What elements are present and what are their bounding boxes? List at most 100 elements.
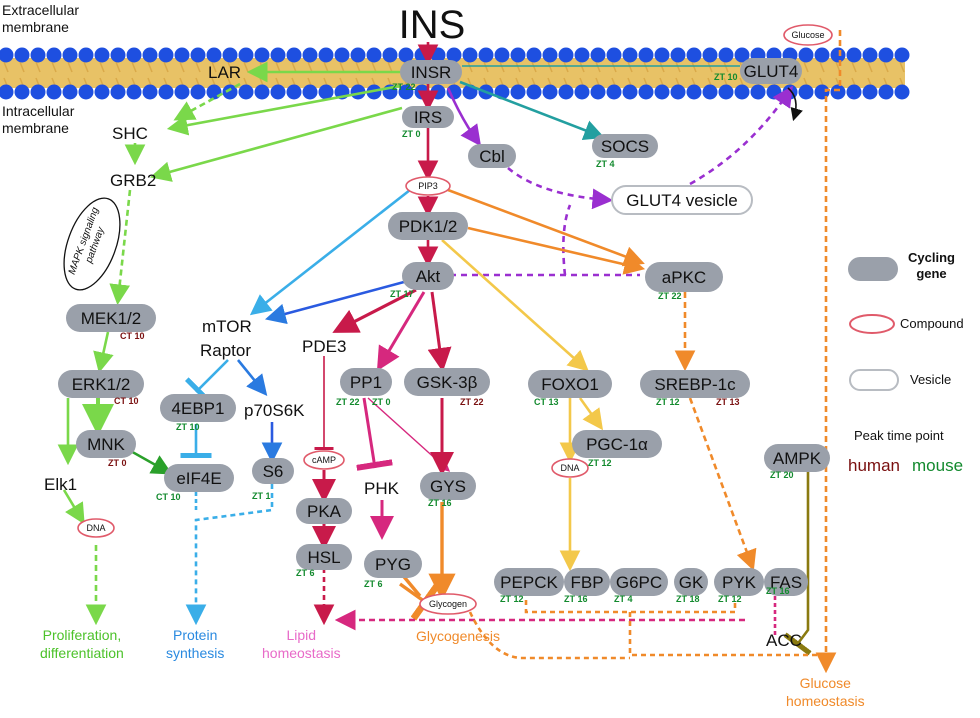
svg-text:ZT 0: ZT 0 — [402, 129, 421, 139]
gene-mnk: MNK — [76, 430, 136, 458]
svg-text:GLUT4: GLUT4 — [744, 62, 799, 81]
membrane-bead — [622, 84, 638, 100]
plain-nodes: LAR SHC GRB2 mTOR Raptor p70S6K PDE3 PHK… — [44, 63, 802, 650]
compound-pip3: PIP3 — [405, 176, 451, 196]
svg-text:cAMP: cAMP — [312, 455, 336, 465]
membrane-bead — [862, 84, 878, 100]
intracellular-membrane-label: Intracellular membrane — [2, 103, 75, 136]
svg-text:GLUT4 vesicle: GLUT4 vesicle — [626, 191, 737, 210]
outcome-lipid-homeostasis: Lipid homeostasis — [262, 627, 341, 661]
svg-text:ZT 10: ZT 10 — [176, 422, 200, 432]
svg-text:G6PC: G6PC — [616, 573, 662, 592]
membrane-bead — [190, 47, 206, 63]
svg-text:PEPCK: PEPCK — [500, 573, 558, 592]
svg-text:4EBP1: 4EBP1 — [172, 399, 225, 418]
membrane-bead — [894, 84, 910, 100]
svg-text:AMPK: AMPK — [773, 449, 822, 468]
svg-text:ZT 0: ZT 0 — [372, 397, 391, 407]
svg-text:PKA: PKA — [307, 502, 342, 521]
membrane-bead — [14, 84, 30, 100]
membrane-bead — [814, 47, 830, 63]
membrane-bead — [702, 47, 718, 63]
membrane-bead — [430, 84, 446, 100]
membrane-bead — [846, 47, 862, 63]
membrane-bead — [558, 84, 574, 100]
gene-pgc1a: PGC-1α — [572, 430, 662, 458]
svg-text:SOCS: SOCS — [601, 137, 649, 156]
svg-text:S6: S6 — [263, 462, 284, 481]
svg-text:aPKC: aPKC — [662, 268, 706, 287]
svg-text:eIF4E: eIF4E — [176, 469, 221, 488]
svg-text:ZT 4: ZT 4 — [614, 594, 633, 604]
legend-peak-time: Peak time point — [854, 428, 944, 443]
membrane-bead — [238, 47, 254, 63]
membrane-bead — [142, 47, 158, 63]
node-raptor: Raptor — [200, 341, 251, 360]
svg-text:FAS: FAS — [770, 573, 802, 592]
svg-text:ZT 17: ZT 17 — [390, 289, 414, 299]
membrane-bead — [46, 47, 62, 63]
node-p70s6k: p70S6K — [244, 401, 305, 420]
membrane-bead — [734, 84, 750, 100]
gene-fas: FAS — [764, 568, 808, 596]
membrane-bead — [526, 84, 542, 100]
gene-pp1: PP1 — [340, 368, 392, 396]
svg-text:GK: GK — [679, 573, 704, 592]
membrane-bead — [14, 47, 30, 63]
legend-shapes — [848, 257, 899, 391]
gene-g6pc: G6PC — [610, 568, 668, 596]
gene-erk12: ERK1/2 — [58, 370, 144, 398]
gene-hsl: HSL — [296, 544, 352, 570]
gene-mek12: MEK1/2 — [66, 304, 156, 332]
membrane-bead — [574, 47, 590, 63]
legend-cycling-gene: Cycling gene — [908, 250, 955, 281]
gene-glut4: GLUT4 — [740, 58, 802, 84]
membrane-bead — [158, 84, 174, 100]
compound-camp: cAMP — [303, 450, 345, 470]
compound-dna-mid: DNA — [551, 458, 589, 478]
svg-text:Glucose: Glucose — [791, 30, 824, 40]
svg-text:ZT 12: ZT 12 — [500, 594, 524, 604]
legend-compound: Compound — [900, 316, 964, 331]
svg-text:ZT 20: ZT 20 — [770, 470, 794, 480]
svg-text:ZT 22: ZT 22 — [336, 397, 360, 407]
compound-glycogen: Glycogen — [419, 593, 477, 615]
membrane-bead — [590, 84, 606, 100]
membrane-bead — [766, 84, 782, 100]
svg-text:PIP3: PIP3 — [418, 181, 438, 191]
outcome-glucose-homeostasis: Glucose homeostasis — [786, 675, 865, 709]
svg-text:ZT 6: ZT 6 — [364, 579, 383, 589]
membrane-bead — [878, 84, 894, 100]
svg-text:Akt: Akt — [416, 267, 441, 286]
membrane-bead — [798, 47, 814, 63]
membrane-bead — [126, 84, 142, 100]
compound-nodes: Glucose PIP3 cAMP DNA DNA Glycogen — [77, 24, 833, 615]
gene-pdk12: PDK1/2 — [388, 212, 468, 240]
gene-nodes: INSR GLUT4 IRS Cbl SOCS PDK1/2 Akt aPKC … — [58, 58, 830, 596]
membrane-bead — [78, 84, 94, 100]
membrane-bead — [814, 84, 830, 100]
legend-human: human — [848, 456, 900, 475]
membrane-bead — [398, 84, 414, 100]
svg-text:GSK-3β: GSK-3β — [417, 373, 478, 392]
membrane-bead — [206, 47, 222, 63]
compound-glucose: Glucose — [783, 24, 833, 46]
membrane-bead — [638, 84, 654, 100]
membrane-bead — [190, 84, 206, 100]
membrane-bead — [62, 84, 78, 100]
peak-time-tags: ZT 22 ZT 10 ZT 0 ZT 4 ZT 17 ZT 22 CT 10 … — [108, 72, 794, 604]
svg-text:PP1: PP1 — [350, 373, 382, 392]
svg-text:ZT 16: ZT 16 — [766, 586, 790, 596]
membrane-bead — [110, 47, 126, 63]
membrane-bead — [222, 47, 238, 63]
membrane-bead — [862, 47, 878, 63]
gene-gk: GK — [674, 568, 708, 596]
membrane-bead — [542, 47, 558, 63]
node-lar: LAR — [208, 63, 241, 82]
membrane-bead — [846, 84, 862, 100]
svg-text:FBP: FBP — [570, 573, 603, 592]
membrane-bead — [718, 47, 734, 63]
membrane-bead — [654, 84, 670, 100]
membrane-bead — [526, 47, 542, 63]
membrane-bead — [366, 47, 382, 63]
